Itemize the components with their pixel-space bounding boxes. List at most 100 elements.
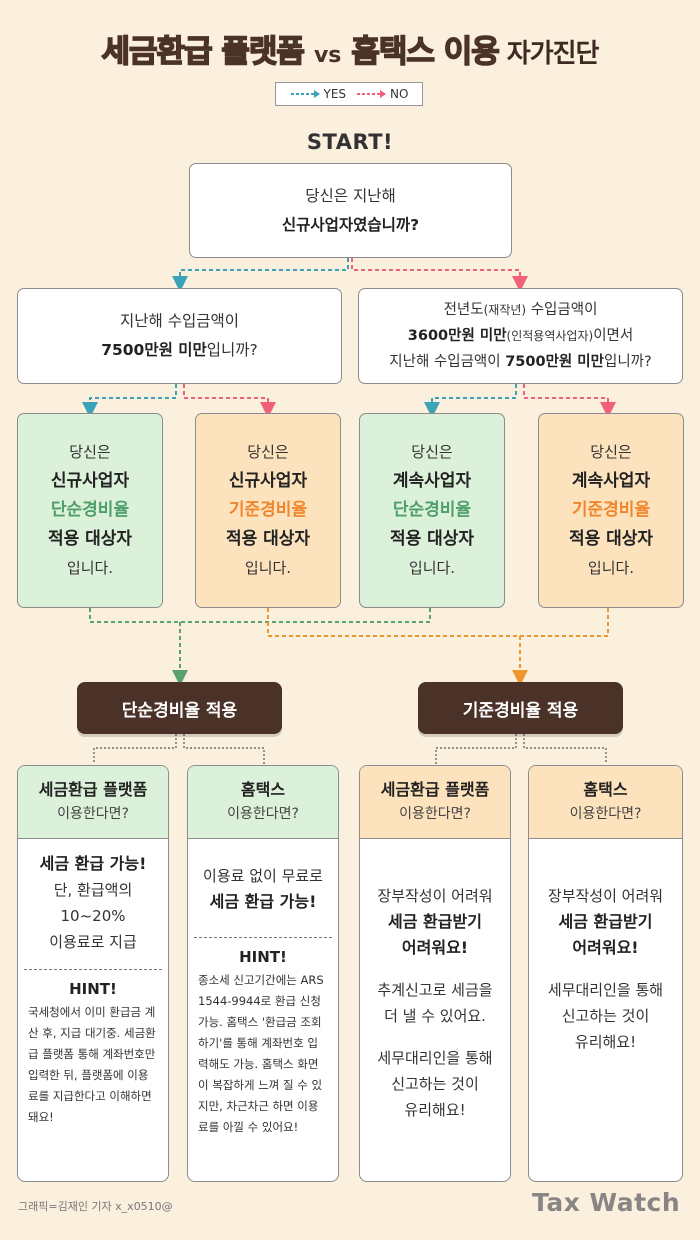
- dotted-line-p3: [435, 734, 517, 764]
- r3-l4: 적용 대상자: [389, 529, 475, 549]
- p1-main3: 이용료로 지급: [49, 933, 137, 951]
- q2b-l1a: 전년도: [443, 302, 484, 318]
- panel-header: 세금환급 플랫폼 이용한다면?: [360, 766, 510, 839]
- yes-arrow-q2a: [82, 384, 177, 418]
- panel-title: 홈택스: [583, 780, 628, 799]
- q2b-l1s: (재작년): [483, 303, 527, 317]
- r1-l4: 적용 대상자: [47, 529, 133, 549]
- result-continuing-standard: 당신은 계속사업자 기준경비율 적용 대상자 입니다.: [538, 413, 684, 608]
- panel-subtitle: 이용한다면?: [227, 806, 299, 822]
- standard-merge-line: [267, 608, 609, 637]
- r4-l5: 입니다.: [587, 559, 635, 577]
- panel-header: 세금환급 플랫폼 이용한다면?: [18, 766, 168, 839]
- dotted-line-p4: [523, 734, 607, 764]
- result-new-simple: 당신은 신규사업자 단순경비율 적용 대상자 입니다.: [17, 413, 163, 608]
- p4-a2: 세금 환급받기: [558, 912, 653, 931]
- q2b-l1b: 수입금액이: [526, 302, 598, 318]
- r2-l4: 적용 대상자: [225, 529, 311, 549]
- p1-main2: 단, 환급액의 10~20%: [53, 881, 133, 925]
- start-label: START!: [306, 130, 394, 154]
- simple-merge-line: [89, 608, 431, 623]
- p3-b1: 추계신고로 세금을: [377, 981, 493, 999]
- r2-l3: 기준경비율: [228, 500, 308, 520]
- r3-l1: 당신은: [411, 443, 453, 461]
- q2a-line2: 7500만원 미만입니까?: [18, 336, 341, 365]
- q2a-bold: 7500만원 미만: [101, 341, 207, 359]
- r2-l1: 당신은: [247, 443, 289, 461]
- r3-l3: 단순경비율: [392, 500, 472, 520]
- r4-l4: 적용 대상자: [568, 529, 654, 549]
- result-new-standard: 당신은 신규사업자 기준경비율 적용 대상자 입니다.: [195, 413, 341, 608]
- dotted-line-p1: [93, 734, 177, 764]
- yes-arrow-icon: [290, 90, 320, 98]
- title-vs: vs: [313, 43, 342, 68]
- r4-l1: 당신은: [590, 443, 632, 461]
- no-arrow-q2b: [523, 384, 616, 418]
- p3-a3: 어려워요!: [401, 938, 469, 957]
- r1-l2: 신규사업자: [50, 471, 130, 491]
- question-income-continuing: 전년도(재작년) 수입금액이 3600만원 미만(인적용역사업자)이면서 지난해…: [358, 288, 683, 384]
- panel-simple-hometax: 홈택스 이용한다면? 이용료 없이 무료로 세금 환급 가능! HINT! 종소…: [187, 765, 339, 1182]
- q2b-l2b: 3600만원 미만: [407, 328, 507, 344]
- q1-line2: 신규사업자였습니까?: [281, 215, 420, 234]
- dotted-line-p2: [183, 734, 265, 764]
- p3-b2: 더 낼 수 있어요.: [384, 1007, 486, 1025]
- apply-simple-rate: 단순경비율 적용: [77, 682, 282, 734]
- p4-a1: 장부작성이 어려워: [547, 887, 664, 905]
- title-part-hometax: 홈택스 이용: [351, 33, 501, 71]
- brand-logo: Tax Watch: [532, 1188, 681, 1217]
- panel-subtitle: 이용한다면?: [569, 806, 642, 822]
- p2-main1: 이용료 없이 무료로: [203, 867, 323, 885]
- q2a-line1: 지난해 수입금액이: [119, 312, 239, 330]
- yes-arrow-q1: [172, 258, 349, 292]
- legend-no-label: NO: [390, 87, 409, 101]
- q1-line1: 당신은 지난해: [305, 186, 396, 205]
- title-part-platform: 세금환급 플랫폼: [101, 33, 306, 71]
- panel-simple-platform: 세금환급 플랫폼 이용한다면? 세금 환급 가능! 단, 환급액의 10~20%…: [17, 765, 169, 1182]
- panel-standard-platform: 세금환급 플랫폼 이용한다면? 장부작성이 어려워 세금 환급받기 어려워요! …: [359, 765, 511, 1182]
- panel-standard-hometax: 홈택스 이용한다면? 장부작성이 어려워 세금 환급받기 어려워요! 세무대리인…: [528, 765, 683, 1182]
- divider: [194, 937, 332, 938]
- p3-a1: 장부작성이 어려워: [377, 887, 493, 905]
- panel-subtitle: 이용한다면?: [399, 806, 471, 822]
- panel-header: 홈택스 이용한다면?: [188, 766, 338, 839]
- r2-l5: 입니다.: [244, 559, 292, 577]
- p2-main2: 세금 환급 가능!: [209, 892, 317, 911]
- q2b-l3a: 지난해 수입금액이: [389, 354, 506, 370]
- p3-a2: 세금 환급받기: [388, 912, 482, 931]
- r4-l3: 기준경비율: [571, 500, 651, 520]
- result-continuing-simple: 당신은 계속사업자 단순경비율 적용 대상자 입니다.: [359, 413, 505, 608]
- yes-arrow-q2b: [424, 384, 517, 418]
- q2b-l3b: 7500만원 미만: [505, 354, 604, 370]
- p1-hint-text: 국세청에서 이미 환급금 계산 후, 지급 대기중. 세금환급 플랫폼 통해 계…: [28, 1005, 156, 1124]
- legend: YES NO: [275, 82, 423, 106]
- divider: [24, 969, 162, 970]
- r3-l2: 계속사업자: [392, 471, 472, 491]
- p1-hint: HINT!: [69, 980, 117, 998]
- q2b-line1: 전년도(재작년) 수입금액이: [359, 297, 682, 323]
- legend-yes-label: YES: [323, 87, 347, 101]
- no-arrow-icon: [357, 90, 387, 98]
- p2-hint-text: 종소세 신고기간에는 ARS 1544-9944로 환급 신청 가능. 홈택스 …: [198, 973, 324, 1134]
- panel-subtitle: 이용한다면?: [57, 806, 129, 822]
- legend-no: NO: [356, 87, 408, 101]
- apply-standard-rate: 기준경비율 적용: [418, 682, 623, 734]
- p4-c1: 세무대리인을 통해: [547, 981, 664, 999]
- no-arrow-q2a: [183, 384, 276, 418]
- q2b-l2s: (인적용역사업자): [506, 329, 594, 343]
- p2-hint: HINT!: [239, 948, 287, 966]
- p4-a3: 어려워요!: [572, 938, 639, 957]
- r1-l1: 당신은: [69, 443, 111, 461]
- panel-header: 홈택스 이용한다면?: [529, 766, 682, 839]
- r3-l5: 입니다.: [408, 559, 456, 577]
- p1-main1: 세금 환급 가능!: [39, 854, 147, 873]
- q2a-rest: 입니까?: [206, 341, 258, 359]
- q2b-l3r: 입니까?: [603, 354, 652, 370]
- q2b-line2: 3600만원 미만(인적용역사업자)이면서: [359, 323, 682, 349]
- graphic-credit: 그래픽=김재인 기자 x_x0510@: [18, 1200, 173, 1213]
- q2b-l2r: 이면서: [593, 328, 634, 344]
- p3-c1: 세무대리인을 통해: [377, 1049, 493, 1067]
- panel-title: 홈택스: [240, 780, 286, 799]
- r1-l3: 단순경비율: [50, 500, 130, 520]
